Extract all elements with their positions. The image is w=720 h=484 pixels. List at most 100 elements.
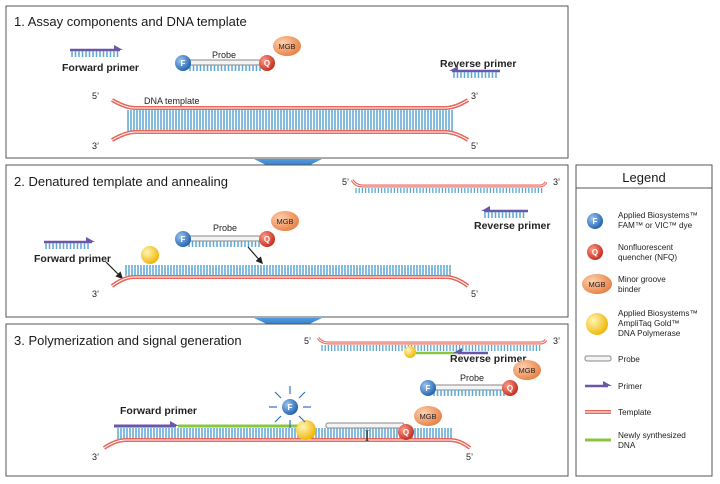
legend-line: binder — [618, 285, 641, 294]
anneal-arrow — [105, 261, 124, 280]
forward-primer-label: Forward primer — [120, 405, 197, 417]
end-label: 5’ — [466, 452, 473, 462]
legend-item-new-dna: Newly synthesized DNA — [585, 431, 686, 450]
legend-line: Applied Biosystems™ — [618, 309, 698, 318]
legend-line: DNA Polymerase — [618, 329, 681, 338]
polymerase-icon — [404, 346, 416, 358]
legend-line: Minor groove — [618, 275, 666, 284]
dye-icon — [587, 213, 603, 229]
reverse-primer-label: Reverse primer — [450, 353, 526, 365]
reverse-primer-label: Reverse primer — [440, 58, 516, 70]
panel-2-title: 2. Denatured template and annealing — [14, 174, 228, 189]
end-label: 3’ — [553, 177, 560, 187]
dye-letter: F — [181, 59, 186, 68]
legend-line: quencher (NFQ) — [618, 253, 677, 262]
probe-label: Probe — [213, 223, 237, 233]
dye-icon — [175, 231, 191, 247]
released-dye-with-glow: F — [269, 386, 311, 428]
dye-icon — [420, 380, 436, 396]
cleavage-mark: I — [364, 428, 369, 445]
quencher-icon — [587, 244, 603, 260]
single-template-strand — [110, 265, 470, 288]
quencher-icon — [259, 55, 275, 71]
reverse-primer-label: Reverse primer — [474, 220, 550, 232]
dye-letter: F — [426, 384, 431, 393]
end-label: 5’ — [304, 336, 311, 346]
dye-letter: F — [181, 235, 186, 244]
quencher-letter: Q — [403, 428, 409, 437]
probe-label: Probe — [212, 50, 236, 60]
legend-line: Probe — [618, 355, 640, 364]
legend-item-mgb: MGB Minor groove binder — [582, 274, 666, 294]
top-template-strand — [316, 337, 548, 351]
legend-line: FAM™ or VIC™ dye — [618, 221, 693, 230]
mgb-icon — [414, 406, 442, 426]
reverse-primer-free: Reverse primer — [474, 206, 550, 232]
mgb-icon — [582, 274, 612, 294]
legend-title: Legend — [622, 170, 665, 185]
dna-template-double: DNA template — [111, 96, 470, 142]
end-label: 5’ — [92, 91, 99, 101]
mgb-text: MGB — [419, 412, 436, 421]
forward-primer-label: Forward primer — [34, 253, 111, 265]
legend-line: Nonfluorescent — [618, 243, 674, 252]
forward-primer-label: Forward primer — [62, 62, 139, 74]
probe-free: Probe F Q MGB — [420, 360, 541, 396]
probe-free: Probe F Q MGB — [175, 36, 301, 71]
panel-3-title: 3. Polymerization and signal generation — [14, 333, 242, 348]
legend-line: DNA — [618, 441, 636, 450]
end-label: 3’ — [553, 336, 560, 346]
anneal-arrow — [247, 246, 263, 265]
panel-1-title: 1. Assay components and DNA template — [14, 14, 247, 29]
end-label: 3’ — [92, 452, 99, 462]
top-template-strand — [350, 179, 548, 193]
mgb-text: MGB — [276, 217, 293, 226]
legend-item-dye: F Applied Biosystems™ FAM™ or VIC™ dye — [587, 211, 698, 230]
quencher-icon — [502, 380, 518, 396]
legend-item-probe: Probe — [584, 355, 640, 364]
legend-item-quencher: Q Nonfluorescent quencher (NFQ) — [587, 243, 677, 262]
legend-line: Primer — [618, 382, 642, 391]
dye-letter: F — [593, 217, 598, 226]
probe-free: Probe F Q MGB — [175, 211, 299, 247]
mgb-icon — [271, 211, 299, 231]
legend-line: Template — [618, 408, 652, 417]
mgb-icon — [513, 360, 541, 380]
legend-line: Newly synthesized — [618, 431, 686, 440]
end-label: 5’ — [471, 141, 478, 151]
mgb-icon — [273, 36, 301, 56]
polymerase-icon — [586, 313, 608, 335]
legend-line: AmpliTaq Gold™ — [618, 319, 679, 328]
forward-primer-free — [70, 45, 123, 57]
dye-icon — [282, 399, 298, 415]
dye-letter: F — [288, 403, 293, 412]
polymerase-icon — [141, 246, 159, 264]
dye-icon — [175, 55, 191, 71]
quencher-letter: Q — [592, 248, 598, 257]
end-label: 3’ — [92, 289, 99, 299]
quencher-letter: Q — [264, 235, 270, 244]
end-label: 3’ — [92, 141, 99, 151]
probe-label: Probe — [460, 373, 484, 383]
reverse-primer-extending: Reverse primer — [404, 346, 526, 365]
forward-primer-free: Forward primer — [34, 237, 111, 265]
quencher-icon — [398, 424, 414, 440]
legend-line: Applied Biosystems™ — [618, 211, 698, 220]
end-label: 3’ — [471, 91, 478, 101]
legend-item-polymerase: Applied Biosystems™ AmpliTaq Gold™ DNA P… — [586, 309, 698, 338]
end-label: 5’ — [342, 177, 349, 187]
legend-item-template: Template — [585, 408, 652, 417]
dna-template-label: DNA template — [144, 96, 200, 106]
polymerase-icon — [296, 420, 316, 440]
mgb-text: MGB — [588, 280, 605, 289]
quencher-letter: Q — [507, 384, 513, 393]
end-label: 5’ — [471, 289, 478, 299]
reverse-primer-free: Reverse primer — [440, 58, 516, 78]
cleaved-quencher: Q MGB — [398, 406, 442, 440]
mgb-text: MGB — [278, 42, 295, 51]
legend-item-primer: Primer — [585, 381, 642, 391]
probe-icon — [584, 355, 612, 362]
quencher-icon — [259, 231, 275, 247]
mgb-text: MGB — [518, 366, 535, 375]
